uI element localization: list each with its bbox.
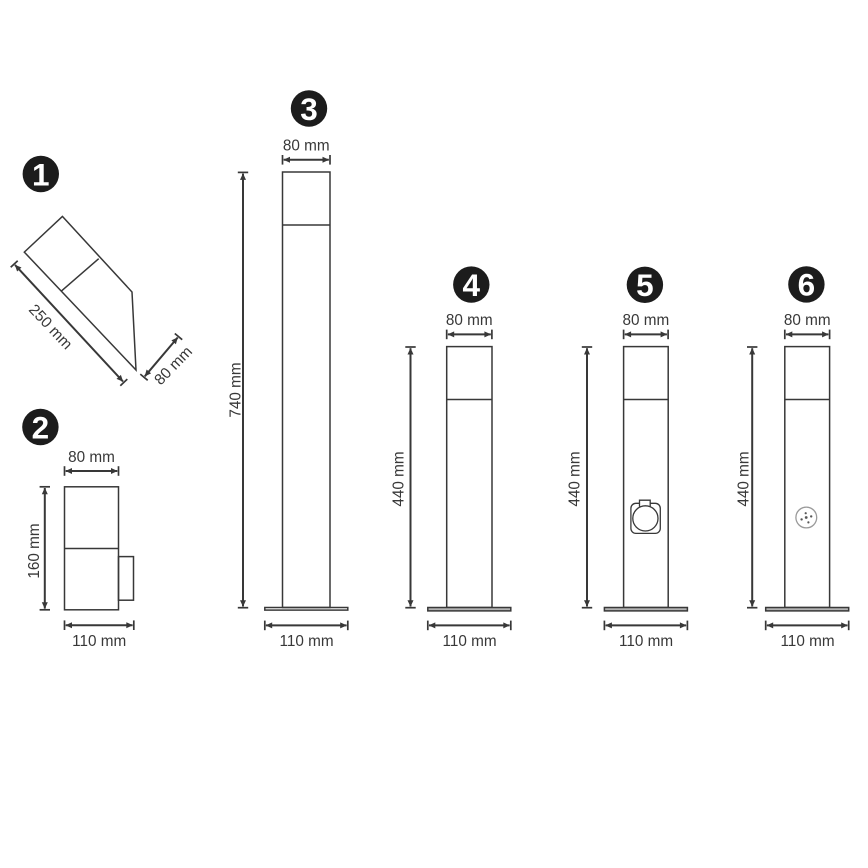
svg-text:6: 6 (798, 267, 816, 303)
svg-text:110 mm: 110 mm (780, 633, 834, 650)
svg-text:80 mm: 80 mm (784, 312, 831, 329)
svg-text:4: 4 (463, 267, 481, 303)
svg-text:110 mm: 110 mm (443, 633, 497, 650)
svg-text:110 mm: 110 mm (280, 633, 334, 650)
svg-text:440 mm: 440 mm (735, 451, 752, 506)
svg-text:5: 5 (636, 267, 654, 303)
svg-text:2: 2 (32, 409, 50, 445)
svg-text:3: 3 (300, 91, 318, 127)
svg-text:110 mm: 110 mm (619, 633, 673, 650)
svg-text:80 mm: 80 mm (68, 449, 115, 466)
svg-text:440 mm: 440 mm (567, 451, 584, 506)
svg-text:740 mm: 740 mm (227, 362, 244, 417)
svg-text:80 mm: 80 mm (623, 312, 670, 329)
svg-text:80 mm: 80 mm (283, 138, 330, 155)
svg-text:1: 1 (32, 156, 50, 192)
svg-text:160 mm: 160 mm (26, 523, 43, 578)
svg-text:80 mm: 80 mm (446, 312, 493, 329)
svg-text:440 mm: 440 mm (391, 451, 408, 506)
svg-text:110 mm: 110 mm (72, 633, 126, 650)
